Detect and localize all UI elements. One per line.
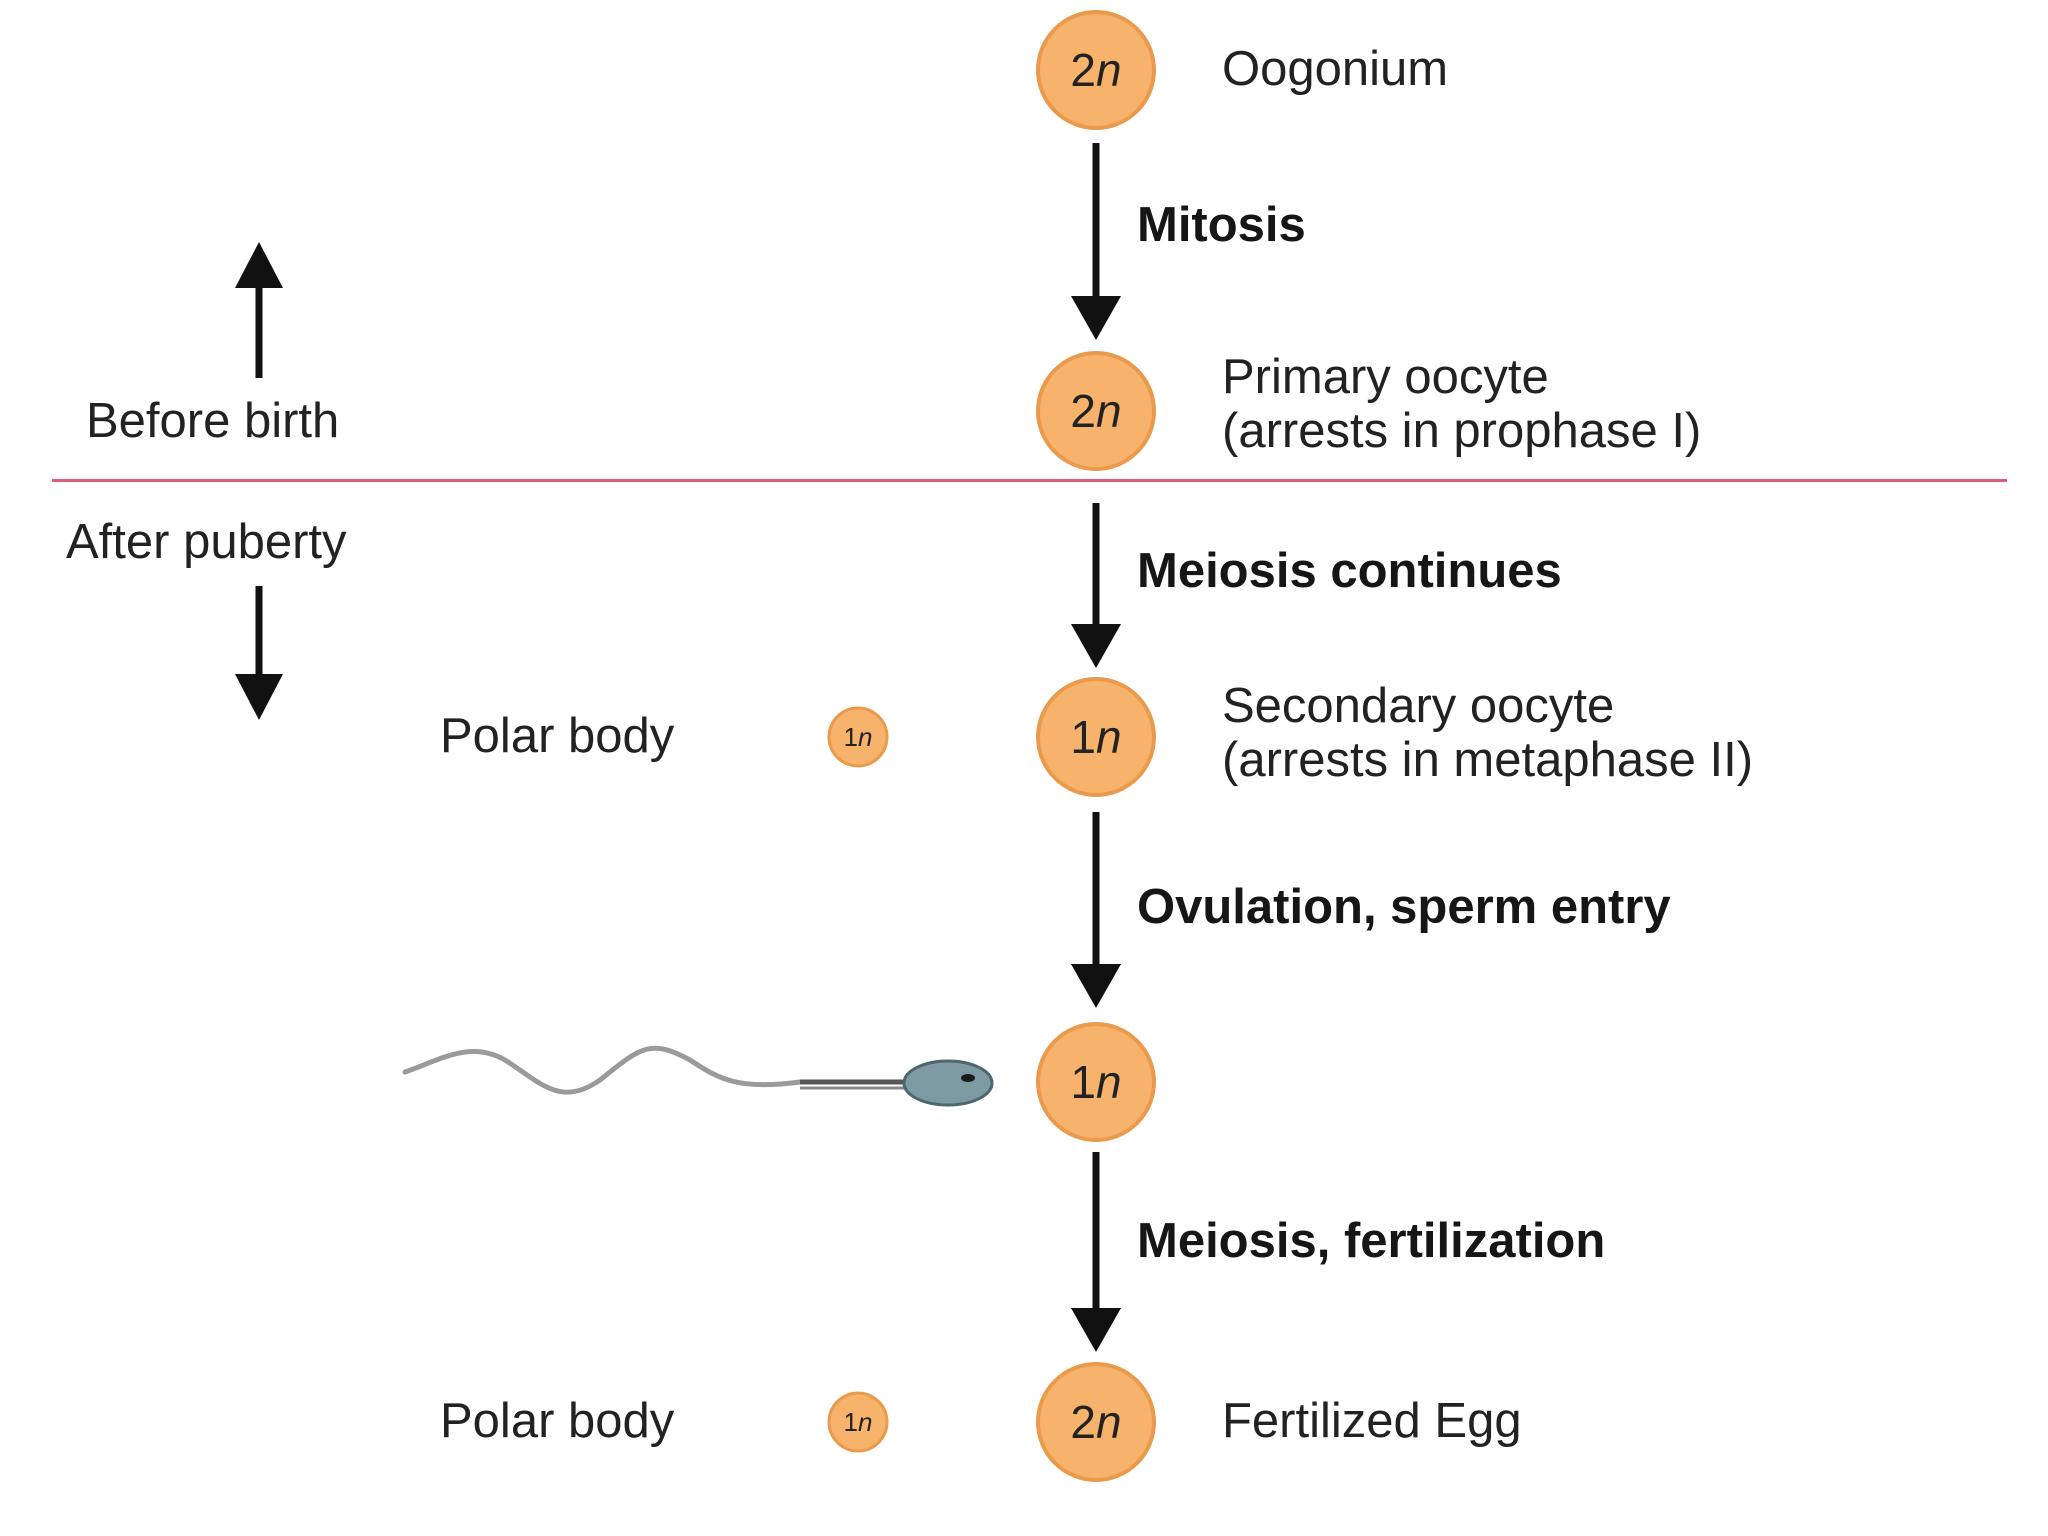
cell-ovulated-oocyte bbox=[1036, 1022, 1156, 1142]
process-label-mitosis: Mitosis bbox=[1137, 198, 1306, 252]
ploidy-polar-body-2: 1n bbox=[843, 1407, 873, 1437]
process-label-meiosis-continues: Meiosis continues bbox=[1137, 544, 1562, 598]
sperm-cell bbox=[402, 1045, 994, 1107]
stage-sublabel-primary-oocyte: (arrests in prophase I) bbox=[1222, 404, 1702, 458]
ploidy-fertilized-egg: 2n bbox=[1070, 1396, 1122, 1448]
cell-fertilized-egg bbox=[1036, 1362, 1156, 1482]
cell-secondary-oocyte bbox=[1036, 677, 1156, 797]
ploidy-polar-body-1: 1n bbox=[843, 722, 873, 752]
timeline-label-after-puberty: After puberty bbox=[66, 515, 347, 569]
stage-sublabel-secondary-oocyte: (arrests in metaphase II) bbox=[1222, 733, 1754, 787]
arrow-down-after-puberty bbox=[235, 586, 283, 720]
ploidy-secondary-oocyte: 1n bbox=[1070, 711, 1122, 763]
stage-label-secondary-oocyte: Secondary oocyte bbox=[1222, 679, 1615, 733]
stage-label-oogonium: Oogonium bbox=[1222, 42, 1449, 96]
ploidy-primary-oocyte: 2n bbox=[1070, 385, 1122, 437]
arrow-fertilization bbox=[1071, 1152, 1121, 1352]
birth-puberty-divider bbox=[52, 479, 2007, 482]
polar-body-cell-1 bbox=[827, 706, 889, 768]
ploidy-ovulated-oocyte: 1n bbox=[1070, 1056, 1122, 1108]
process-label-ovulation: Ovulation, sperm entry bbox=[1137, 880, 1671, 934]
sperm-head bbox=[902, 1059, 994, 1107]
cell-oogonium bbox=[1036, 10, 1156, 130]
polar-body-label-1: Polar body bbox=[440, 709, 675, 763]
arrow-meiosis-continues bbox=[1071, 503, 1121, 668]
timeline-label-before-birth: Before birth bbox=[86, 394, 340, 448]
process-label-fertilization: Meiosis, fertilization bbox=[1137, 1214, 1606, 1268]
stage-label-primary-oocyte: Primary oocyte bbox=[1222, 350, 1549, 404]
polar-body-cell-2 bbox=[827, 1391, 889, 1453]
arrow-mitosis bbox=[1071, 143, 1121, 340]
polar-body-label-2: Polar body bbox=[440, 1394, 675, 1448]
arrow-ovulation bbox=[1071, 812, 1121, 1008]
stage-label-fertilized-egg: Fertilized Egg bbox=[1222, 1394, 1522, 1448]
ploidy-oogonium: 2n bbox=[1070, 44, 1122, 96]
arrow-up-before-birth bbox=[235, 242, 283, 378]
cell-primary-oocyte bbox=[1036, 351, 1156, 471]
